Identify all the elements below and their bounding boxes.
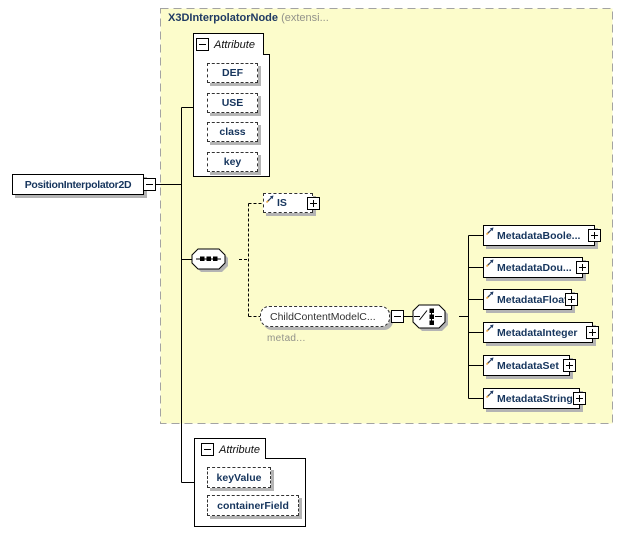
attribute-label: DEF [222,67,243,79]
collapse-icon[interactable] [201,443,214,456]
is-element[interactable]: IS [263,193,313,213]
element-label: MetadataString [497,392,573,405]
collapse-toggle[interactable] [143,178,156,191]
expand-toggle[interactable] [307,197,320,210]
attribute-label: containerField [217,499,289,512]
element-label: MetadataSet [497,359,559,372]
attribute-label: keyValue [216,471,262,484]
group-annotation: metad... [267,333,306,344]
choice-compositor[interactable] [412,304,448,331]
element-label: MetadataFloat [497,293,568,306]
attribute-def[interactable]: DEF [207,63,258,83]
group-ref-label: ChildContentModelC... [270,310,376,323]
element-reference-icon [486,291,494,299]
element-reference-icon [486,259,494,267]
choice-icon [414,308,442,325]
attribute-label: class [219,126,246,138]
attribute-use[interactable]: USE [207,93,258,113]
element-metadata-set[interactable]: MetadataSet [483,355,570,376]
sequence-icon [196,256,221,261]
attribute-group-bottom-label: Attribute [201,443,260,456]
element-reference-icon [266,195,274,203]
base-type-header[interactable]: X3DInterpolatorNode (extensi... [168,12,329,24]
expand-toggle[interactable] [576,261,589,274]
element-metadata-boolean[interactable]: MetadataBoole... [483,225,595,246]
expand-toggle[interactable] [588,229,601,242]
collapse-toggle[interactable] [391,310,404,323]
attribute-keyvalue[interactable]: keyValue [207,467,271,488]
element-label: MetadataBoole... [497,229,581,242]
attribute-group-label-text: Attribute [214,38,255,51]
attribute-group-label-text: Attribute [219,443,260,456]
attribute-label: USE [221,97,244,109]
element-reference-icon [486,324,494,332]
attribute-class[interactable]: class [207,122,258,142]
element-reference-icon [486,390,494,398]
root-element-label: PositionInterpolator2D [24,178,132,191]
collapse-icon[interactable] [196,38,209,51]
expand-toggle[interactable] [573,392,586,405]
is-label: IS [277,197,287,209]
sequence-compositor[interactable] [191,248,228,272]
element-label: MetadataInteger [497,326,578,339]
attribute-key[interactable]: key [207,152,258,172]
element-metadata-integer[interactable]: MetadataInteger [483,322,593,343]
expand-toggle[interactable] [586,326,599,339]
element-reference-icon [486,357,494,365]
choice-shape[interactable] [412,304,446,329]
element-metadata-double[interactable]: MetadataDou... [483,257,583,278]
element-metadata-string[interactable]: MetadataString [483,388,580,409]
attribute-label: key [223,156,242,168]
expand-toggle[interactable] [565,293,578,306]
element-label: MetadataDou... [497,261,572,274]
dashed-connectors [239,203,263,317]
attribute-containerfield[interactable]: containerField [207,495,299,516]
expand-toggle[interactable] [563,359,576,372]
solid-connectors [156,107,483,483]
base-type-qualifier: (extensi... [281,12,329,24]
base-type-name: X3DInterpolatorNode [168,12,279,24]
child-content-model-group[interactable]: ChildContentModelC... [260,306,390,327]
root-element[interactable]: PositionInterpolator2D [12,174,144,195]
element-reference-icon [486,227,494,235]
element-metadata-float[interactable]: MetadataFloat [483,289,572,310]
attribute-group-top-label: Attribute [196,38,255,51]
